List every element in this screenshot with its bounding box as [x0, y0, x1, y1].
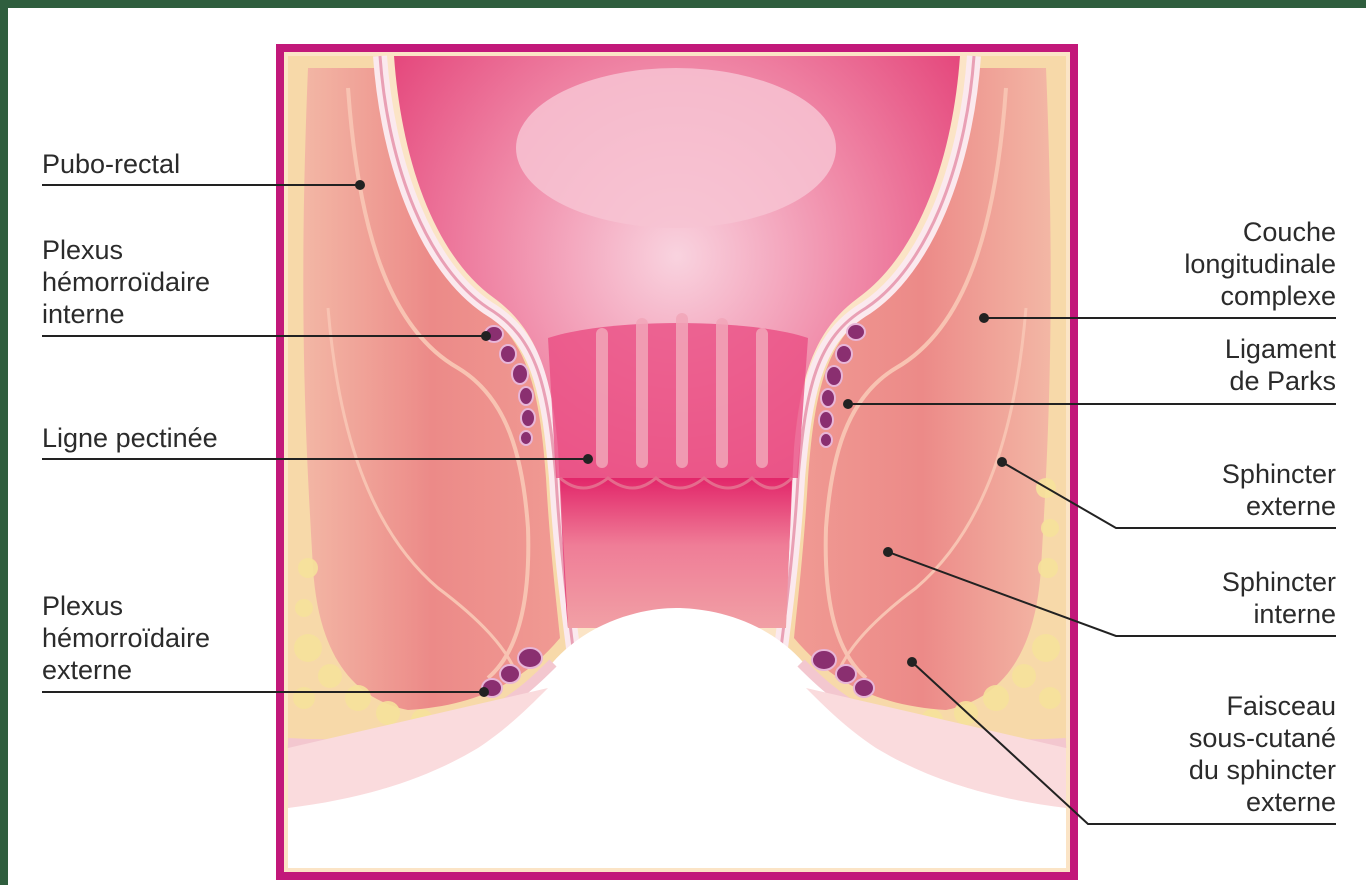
label-faisceau-sous-cutane: Faisceau sous-cutané du sphincter extern…: [1189, 690, 1336, 818]
label-sphincter-externe: Sphincter externe: [1222, 458, 1336, 522]
label-line: Ligament: [1225, 333, 1336, 365]
label-line: interne: [42, 298, 210, 330]
label-line: Plexus: [42, 234, 210, 266]
label-line: hémorroïdaire: [42, 622, 210, 654]
label-couche-longitudinale: Couche longitudinale complexe: [1184, 216, 1336, 312]
label-line: sous-cutané: [1189, 722, 1336, 754]
label-line: Sphincter: [1222, 458, 1336, 490]
label-ligament-parks: Ligament de Parks: [1225, 333, 1336, 397]
label-line: externe: [42, 654, 210, 686]
label-line: Faisceau: [1189, 690, 1336, 722]
label-line: interne: [1222, 598, 1336, 630]
label-line: du sphincter: [1189, 754, 1336, 786]
label-pubo-rectal: Pubo-rectal: [42, 148, 180, 180]
label-ligne-pectinee: Ligne pectinée: [42, 422, 218, 454]
label-line: longitudinale: [1184, 248, 1336, 280]
label-line: Ligne pectinée: [42, 422, 218, 454]
label-line: Pubo-rectal: [42, 148, 180, 180]
label-line: hémorroïdaire: [42, 266, 210, 298]
label-line: Plexus: [42, 590, 210, 622]
label-line: externe: [1189, 786, 1336, 818]
label-line: Sphincter: [1222, 566, 1336, 598]
anatomy-figure: Pubo-rectal Plexus hémorroïdaire interne…: [8, 8, 1366, 885]
label-plexus-externe: Plexus hémorroïdaire externe: [42, 590, 210, 686]
label-line: complexe: [1184, 280, 1336, 312]
label-line: de Parks: [1225, 365, 1336, 397]
label-line: Couche: [1184, 216, 1336, 248]
label-line: externe: [1222, 490, 1336, 522]
label-sphincter-interne: Sphincter interne: [1222, 566, 1336, 630]
label-plexus-interne: Plexus hémorroïdaire interne: [42, 234, 210, 330]
